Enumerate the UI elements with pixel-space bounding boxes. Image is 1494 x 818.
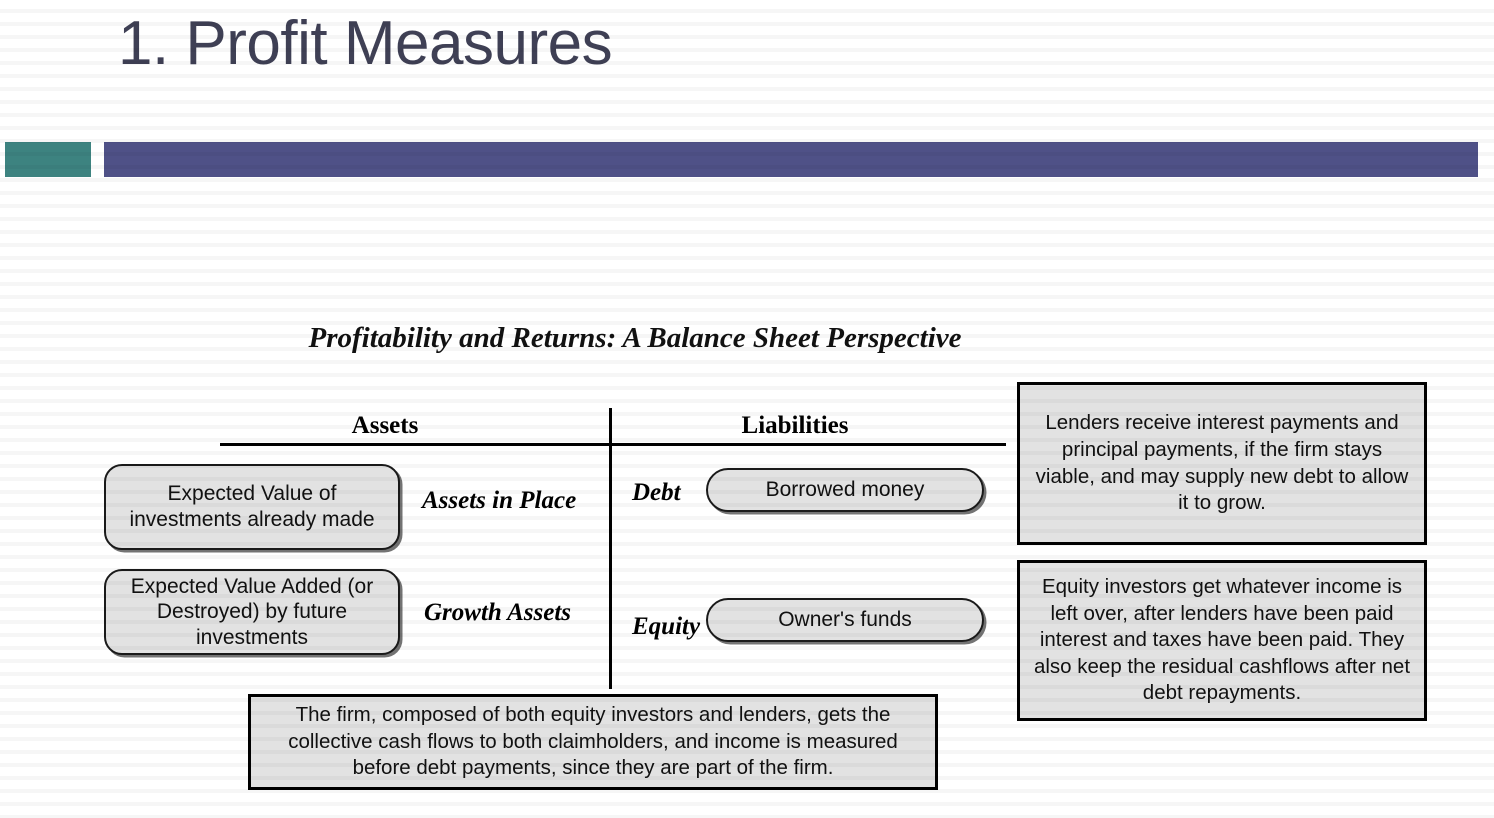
callout-lenders: Lenders receive interest payments and pr…	[1017, 382, 1427, 545]
accent-bar-purple	[104, 142, 1478, 177]
box-assets-in-place: Expected Value of investments already ma…	[104, 464, 400, 550]
callout-firm: The firm, composed of both equity invest…	[248, 694, 938, 790]
label-equity: Equity	[632, 613, 701, 640]
label-debt: Debt	[632, 479, 681, 506]
box-owners-funds: Owner's funds	[706, 598, 984, 642]
header-divider-rule	[220, 443, 1006, 446]
page-title: 1. Profit Measures	[118, 9, 613, 78]
callout-equity-investors: Equity investors get whatever income is …	[1017, 560, 1427, 721]
box-growth-assets: Expected Value Added (or Destroyed) by f…	[104, 569, 400, 655]
assets-liabilities-divider	[609, 408, 612, 689]
accent-bar-teal	[5, 142, 91, 177]
label-assets-in-place: Assets in Place	[422, 487, 577, 514]
box-borrowed-money: Borrowed money	[706, 468, 984, 512]
label-growth-assets: Growth Assets	[424, 599, 572, 626]
column-header-assets: Assets	[351, 412, 419, 439]
column-header-liabilities: Liabilities	[741, 412, 849, 439]
diagram-title: Profitability and Returns: A Balance She…	[308, 322, 962, 354]
